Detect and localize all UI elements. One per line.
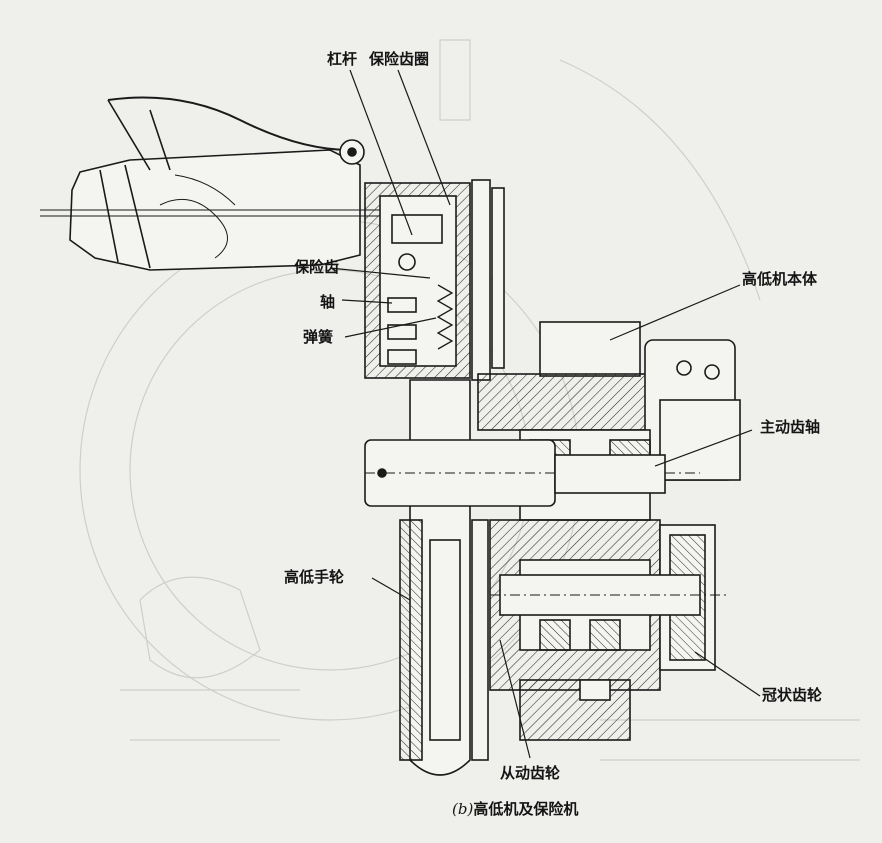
safety-housing bbox=[364, 179, 505, 381]
label-safety-tooth: 保险齿 bbox=[294, 258, 340, 276]
main-shaft bbox=[364, 439, 730, 616]
label-safety-ring: 保险齿圈 bbox=[369, 50, 430, 68]
handle-assembly bbox=[40, 96, 380, 271]
label-body: 高低机本体 bbox=[742, 270, 818, 288]
label-drive-shaft: 主动齿轴 bbox=[760, 418, 821, 436]
caption-text: 高低机及保险机 bbox=[473, 800, 579, 818]
caption-letter: (b) bbox=[452, 800, 474, 818]
label-shaft: 轴 bbox=[320, 293, 336, 311]
label-driven-gear: 从动齿轮 bbox=[500, 764, 561, 782]
leader-lines bbox=[329, 69, 761, 759]
label-crown-gear: 冠状齿轮 bbox=[762, 686, 823, 704]
label-spring: 弹簧 bbox=[303, 328, 334, 346]
label-lever: 杠杆 bbox=[327, 50, 358, 68]
label-handwheel: 高低手轮 bbox=[284, 568, 345, 586]
gear-body bbox=[477, 321, 741, 741]
figure-caption: (b)高低机及保险机 bbox=[452, 802, 578, 817]
